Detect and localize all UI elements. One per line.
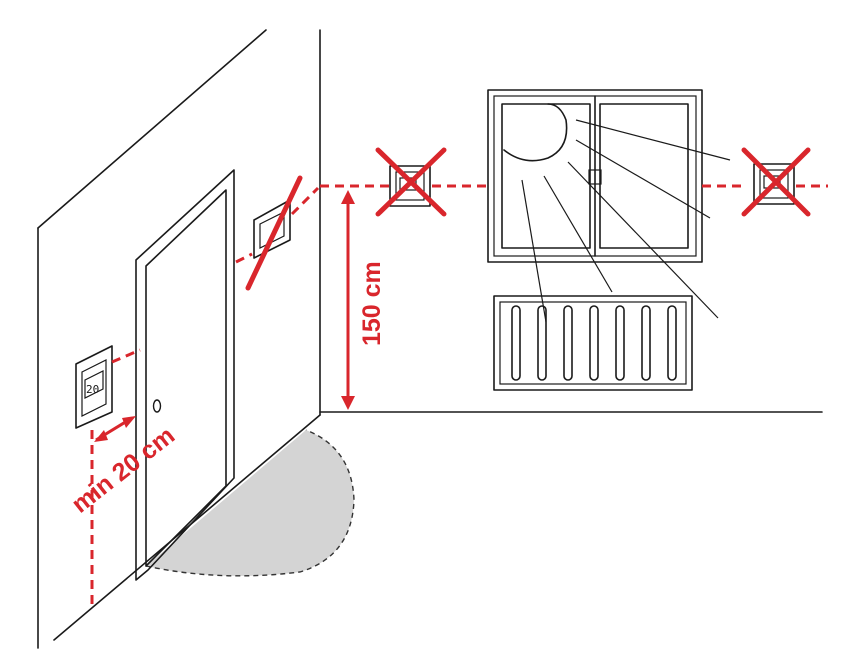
height-guide-left: [111, 348, 141, 364]
thermostat-display-value: 20: [86, 383, 99, 396]
radiator-inner: [499, 301, 687, 385]
sun-disc: [503, 103, 568, 162]
door-handle: [152, 399, 162, 413]
invalid-location-sunlight: [741, 147, 828, 217]
sun-ray: [543, 175, 613, 293]
radiator-icon: [493, 295, 693, 391]
sun-ray: [567, 161, 719, 319]
sun-icon: [503, 103, 731, 323]
radiator-fin: [511, 305, 521, 381]
min-distance-arrow-head-right: [122, 416, 136, 428]
thermostat-face: [81, 359, 107, 417]
sun-ray: [575, 119, 731, 161]
window-pane-right: [599, 103, 689, 249]
thermostat-face: [395, 171, 425, 201]
left-wall-top-edge: [37, 29, 267, 229]
thermostat-icon: 20: [75, 345, 113, 429]
window-pane-left: [501, 103, 591, 249]
radiator-body: [493, 295, 693, 391]
thermostat-face: [259, 211, 285, 249]
invalid-location-near-window: [375, 147, 486, 217]
radiator-fin: [641, 305, 651, 381]
door-sweep-arc: [145, 429, 355, 577]
radiator-fin: [615, 305, 625, 381]
height-arrow-head-bottom: [341, 396, 355, 410]
corner-guide-a: [235, 252, 253, 264]
door-icon: [135, 169, 355, 581]
radiator-fin: [589, 305, 599, 381]
height-arrow-head-top: [341, 190, 355, 204]
thermostat-body: [753, 163, 795, 205]
window-icon: [487, 89, 744, 263]
invalid-location-corner: [235, 175, 320, 291]
thermostat-body: [389, 165, 431, 207]
sun-ray: [521, 179, 547, 323]
sun-ray: [575, 139, 711, 219]
door-frame: [135, 169, 235, 581]
thermostat-body: [253, 199, 291, 259]
min-distance-arrow-head-left: [94, 430, 108, 442]
radiator-fin: [537, 305, 547, 381]
cross-mark-icon: [245, 175, 303, 291]
thermostat-icon: [253, 199, 291, 259]
radiator-fin: [667, 305, 677, 381]
corner-guide-b: [290, 186, 320, 216]
height-dimension: 150 cm: [320, 184, 392, 410]
thermostat-icon: [389, 165, 431, 207]
thermostat-display: [84, 370, 104, 399]
radiator-fin: [563, 305, 573, 381]
door-panel: [145, 189, 227, 567]
door-sweep-area: [146, 430, 354, 576]
thermostat-face: [759, 169, 789, 199]
height-label: 150 cm: [358, 261, 386, 346]
window-latch: [588, 169, 602, 185]
cross-mark-icon: [375, 147, 447, 217]
min-distance-label: min 20 cm: [66, 421, 180, 518]
thermostat-body: [75, 345, 113, 429]
cross-mark-icon: [741, 147, 811, 217]
